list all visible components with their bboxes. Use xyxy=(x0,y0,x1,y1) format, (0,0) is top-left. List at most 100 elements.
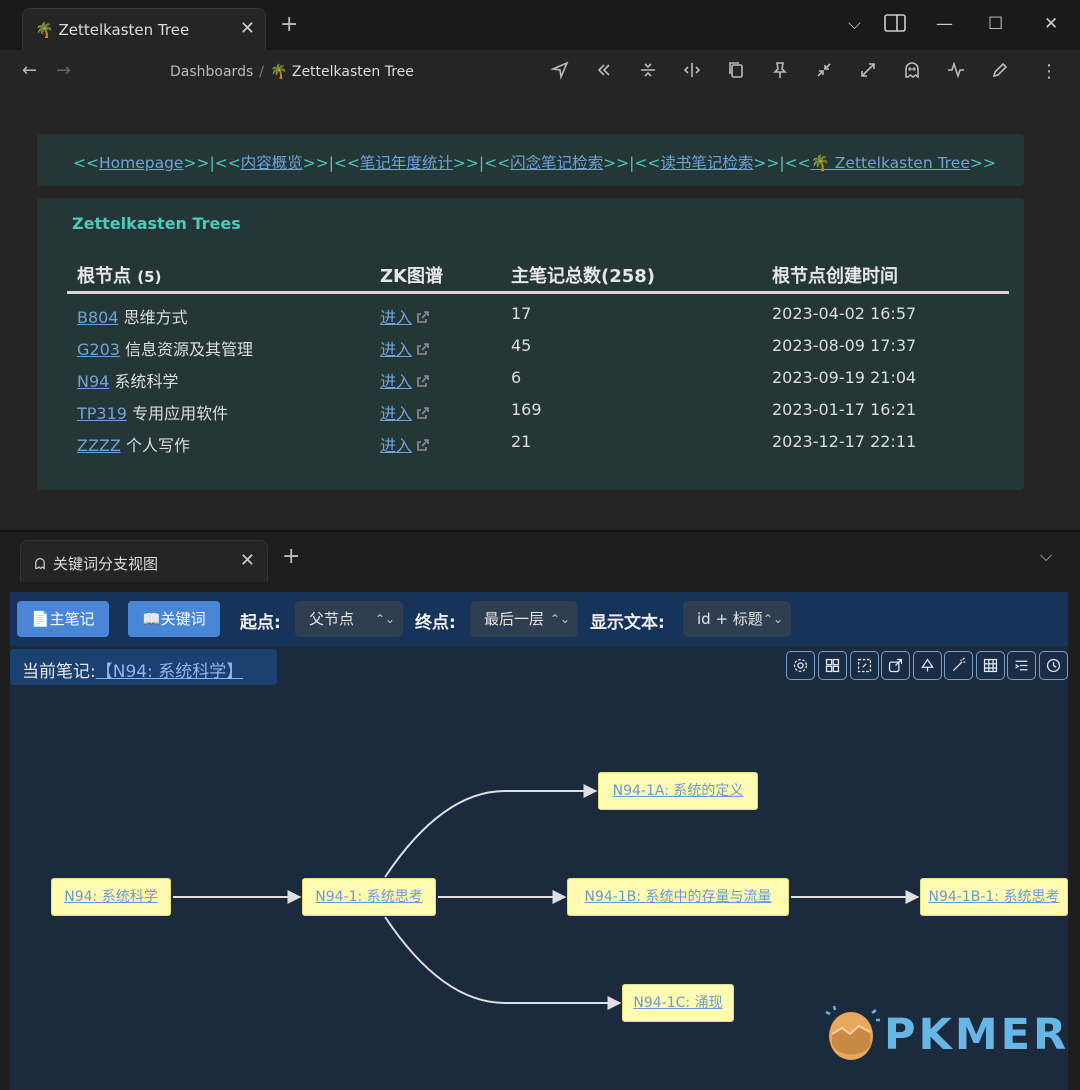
graph-node[interactable]: N94-1: 系统思考 xyxy=(302,878,436,916)
back-arrow-icon[interactable]: ← xyxy=(22,60,38,81)
pane-divider[interactable] xyxy=(0,530,1080,532)
current-note-link[interactable]: 【N94: 系统科学】 xyxy=(95,662,244,682)
navigate-icon[interactable] xyxy=(550,60,572,82)
tab-close-icon[interactable]: ✕ xyxy=(239,18,255,39)
minimize-arrows-icon[interactable] xyxy=(814,60,836,82)
link-homepage[interactable]: Homepage xyxy=(98,154,184,172)
graph-node[interactable]: N94-1A: 系统的定义 xyxy=(598,772,758,810)
table-icon[interactable] xyxy=(976,651,1005,680)
ghost-icon xyxy=(35,557,45,570)
root-node-title: 系统科学 xyxy=(114,372,179,391)
export-icon[interactable] xyxy=(881,651,910,680)
enter-graph-link[interactable]: 进入 xyxy=(380,404,413,423)
graph-node[interactable]: N94-1B-1: 系统思考 xyxy=(920,878,1068,916)
tab-list-chevron-icon[interactable]: ⌵ xyxy=(1040,546,1053,565)
note-count: 169 xyxy=(511,400,542,419)
toggle-sidebar-icon[interactable] xyxy=(884,13,906,38)
display-text-select[interactable]: id + 标题⌃⌄ xyxy=(683,601,791,637)
note-count: 6 xyxy=(511,368,522,387)
nav-links: <<Homepage>>|<<内容概览>>|<<笔记年度统计>>|<<闪念笔记检… xyxy=(73,154,996,172)
activity-icon[interactable] xyxy=(946,60,968,82)
external-link-icon xyxy=(416,309,430,323)
header-total[interactable]: 主笔记总数(258) xyxy=(511,266,656,287)
root-node-link[interactable]: G203 xyxy=(77,340,120,359)
root-node-link[interactable]: N94 xyxy=(77,372,110,391)
keywords-button[interactable]: 📖关键词 xyxy=(128,601,220,637)
list-indent-icon[interactable] xyxy=(1007,651,1036,680)
graph-cell: 进入 xyxy=(380,400,430,424)
main-notes-button[interactable]: 📄主笔记 xyxy=(17,601,109,637)
link-zettelkasten-tree[interactable]: 🌴 Zettelkasten Tree xyxy=(810,154,970,172)
enter-graph-link[interactable]: 进入 xyxy=(380,436,413,455)
start-select[interactable]: 父节点⌃⌄ xyxy=(295,601,403,637)
grid-layout-icon[interactable] xyxy=(818,651,847,680)
split-horizontal-icon[interactable] xyxy=(682,60,704,82)
tab-close-icon[interactable]: ✕ xyxy=(239,550,255,571)
header-graph[interactable]: ZK图谱 xyxy=(380,266,443,287)
enter-graph-link[interactable]: 进入 xyxy=(380,340,413,359)
breadcrumb-current[interactable]: 🌴 Zettelkasten Tree xyxy=(269,64,414,80)
external-link-icon xyxy=(416,437,430,451)
close-window-button[interactable]: ✕ xyxy=(1044,14,1059,34)
graph-cell: 进入 xyxy=(380,432,430,456)
graph-node[interactable]: N94: 系统科学 xyxy=(51,878,171,916)
created-time: 2023-04-02 16:57 xyxy=(772,304,917,323)
link-reading-notes[interactable]: 读书笔记检索 xyxy=(660,154,754,172)
link-yearly-stats[interactable]: 笔记年度统计 xyxy=(359,154,453,172)
keyword-branch-view: 📄主笔记 📖关键词 起点: 父节点⌃⌄ 终点: 最后一层⌃⌄ 显示文本: id … xyxy=(10,592,1068,1090)
header-root[interactable]: 根节点 (5) xyxy=(77,266,162,287)
root-node-cell: ZZZZ 个人写作 xyxy=(77,432,190,456)
root-node-title: 信息资源及其管理 xyxy=(125,340,254,359)
new-tab-button[interactable]: + xyxy=(280,12,299,37)
current-note-bar: 当前笔记:【N94: 系统科学】 xyxy=(10,649,277,685)
minimize-button[interactable]: — xyxy=(936,14,953,34)
link-content-overview[interactable]: 内容概览 xyxy=(240,154,303,172)
graph-node[interactable]: N94-1C: 涌现 xyxy=(622,984,734,1022)
link-fleeting-notes[interactable]: 闪念笔记检索 xyxy=(510,154,604,172)
header-created[interactable]: 根节点创建时间 xyxy=(772,266,898,287)
double-chevron-left-icon[interactable] xyxy=(594,60,616,82)
root-node-link[interactable]: TP319 xyxy=(77,404,127,423)
zettelkasten-trees-callout: Zettelkasten Trees 根节点 (5) ZK图谱 主笔记总数(25… xyxy=(37,198,1024,490)
enter-graph-link[interactable]: 进入 xyxy=(380,308,413,327)
more-options-icon[interactable]: ⋮ xyxy=(1040,61,1058,82)
magic-wand-icon[interactable] xyxy=(944,651,973,680)
maximize-button[interactable]: ☐ xyxy=(988,14,1004,34)
tree-icon[interactable] xyxy=(913,651,942,680)
root-node-link[interactable]: B804 xyxy=(77,308,119,327)
history-icon[interactable] xyxy=(1039,651,1068,680)
title-bar: 🌴 Zettelkasten Tree ✕ + ⌵ — ☐ ✕ xyxy=(0,0,1080,50)
fit-view-icon[interactable] xyxy=(850,651,879,680)
graph-edge xyxy=(384,916,622,1010)
document-view: <<Homepage>>|<<内容概览>>|<<笔记年度统计>>|<<闪念笔记检… xyxy=(0,94,1080,530)
settings-gear-icon[interactable] xyxy=(786,651,815,680)
pin-icon[interactable] xyxy=(770,60,792,82)
graph-node[interactable]: N94-1B: 系统中的存量与流量 xyxy=(567,878,789,916)
start-label: 起点: xyxy=(240,613,281,633)
copy-icon[interactable] xyxy=(726,60,748,82)
expand-arrows-icon[interactable] xyxy=(858,60,880,82)
collapse-vertical-icon[interactable] xyxy=(638,60,660,82)
breadcrumb-dashboards[interactable]: Dashboards xyxy=(170,64,254,80)
ghost-icon[interactable] xyxy=(902,60,924,82)
root-node-title: 个人写作 xyxy=(125,436,190,455)
pkmer-logo-icon xyxy=(825,1005,880,1060)
root-node-link[interactable]: ZZZZ xyxy=(77,436,121,455)
enter-graph-link[interactable]: 进入 xyxy=(380,372,413,391)
tab-keyword-branch-view[interactable]: 关键词分支视图 ✕ xyxy=(20,540,268,582)
forward-arrow-icon[interactable]: → xyxy=(56,60,72,81)
branch-graph: N94: 系统科学 N94-1: 系统思考 N94-1A: 系统的定义 N94-1B:… xyxy=(10,692,1068,1090)
graph-cell: 进入 xyxy=(380,368,430,392)
root-node-cell: TP319 专用应用软件 xyxy=(77,400,228,424)
end-select[interactable]: 最后一层⌃⌄ xyxy=(470,601,578,637)
graph-edge xyxy=(384,784,598,878)
new-tab-button[interactable]: + xyxy=(282,544,301,569)
callout-title: Zettelkasten Trees xyxy=(72,214,241,233)
edit-pencil-icon[interactable] xyxy=(990,60,1012,82)
tab-list-chevron-icon[interactable]: ⌵ xyxy=(848,14,861,34)
select-arrow-icon: ⌃⌄ xyxy=(549,612,570,626)
tab-zettelkasten-tree[interactable]: 🌴 Zettelkasten Tree ✕ xyxy=(22,8,266,50)
